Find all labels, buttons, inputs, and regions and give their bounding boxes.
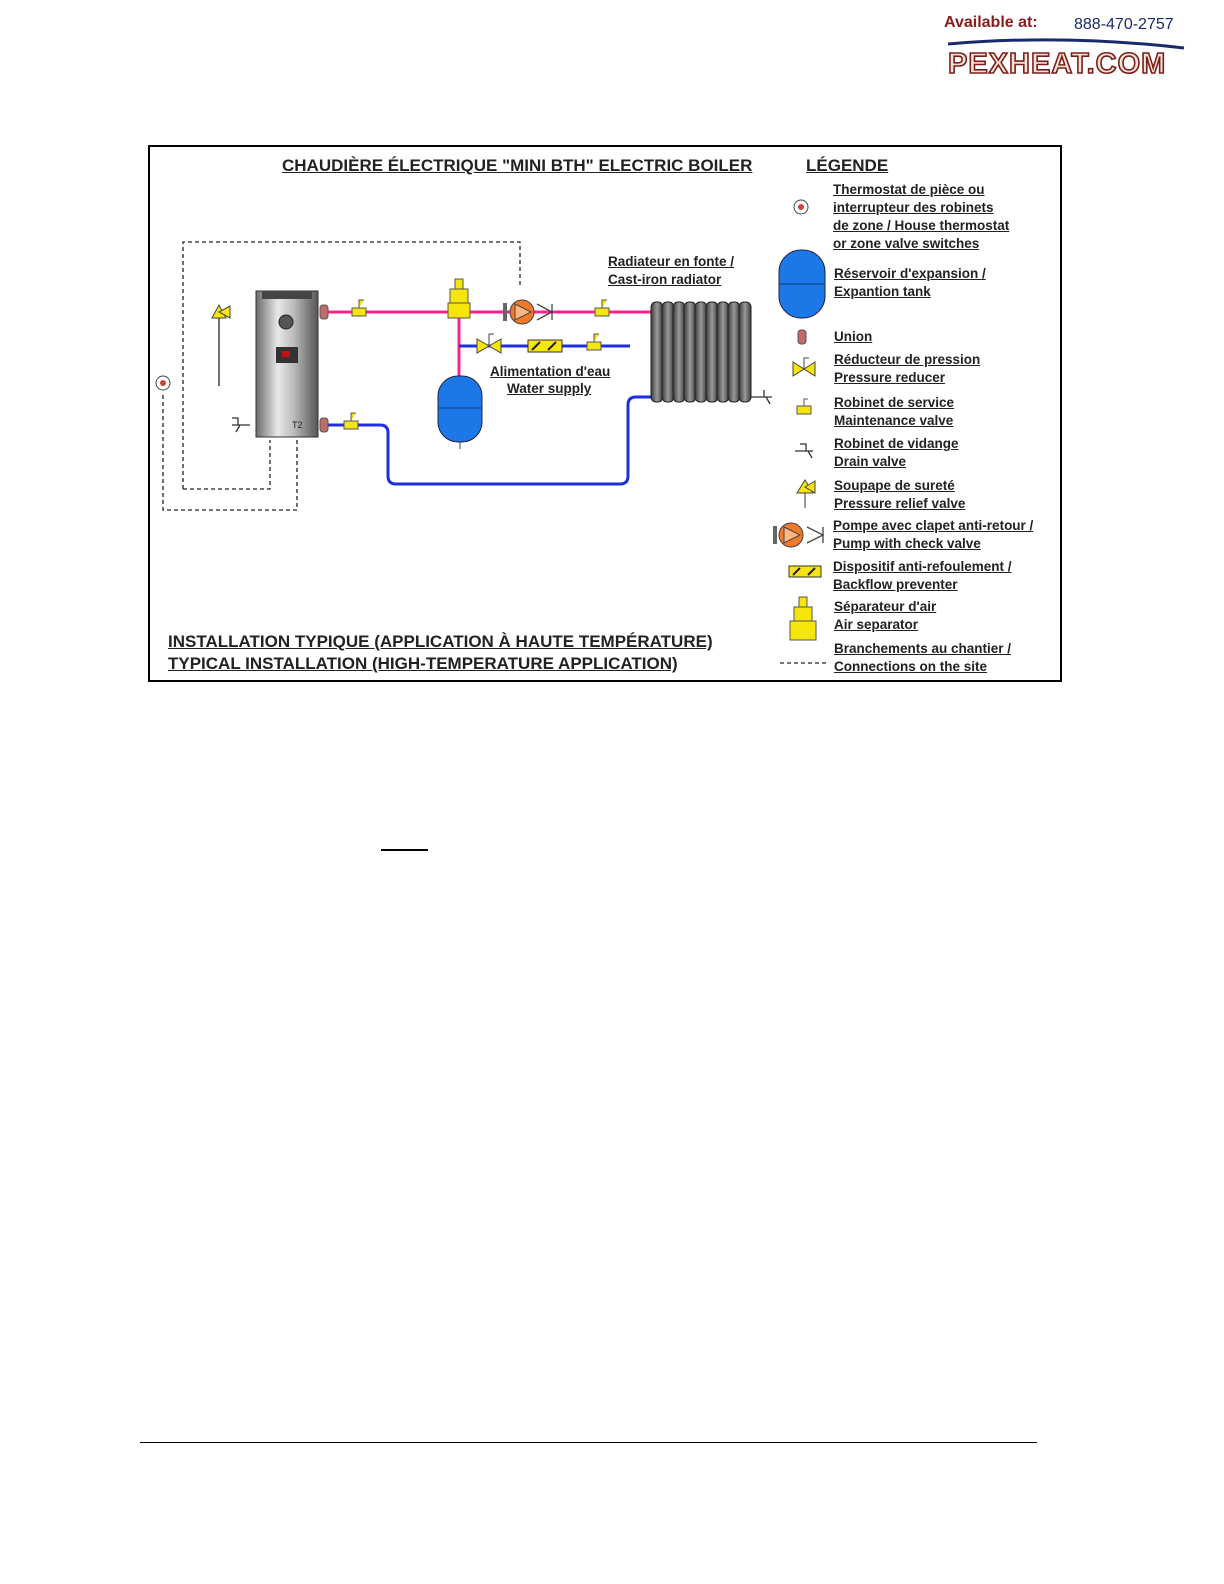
legend-title: LÉGENDE: [806, 156, 889, 175]
union-supply: [319, 304, 329, 320]
legend-maintenance-line2: Maintenance valve: [834, 413, 954, 428]
legend-thermostat-line2: interrupteur des robinets: [833, 200, 994, 215]
relief-valve: [211, 303, 231, 319]
short-rule: [381, 849, 428, 851]
legend-relief-line2: Pressure relief valve: [834, 496, 966, 511]
legend-union-line1: Union: [834, 329, 873, 344]
legend-thermostat-line4: or zone valve switches: [833, 236, 980, 251]
legend-backflow-line2: Backflow preventer: [833, 577, 958, 592]
legend-backflow-line1: Dispositif anti-refoulement /: [833, 559, 1012, 574]
maintenance-valve-radiator: [594, 299, 610, 317]
brand-logo: [947, 38, 1185, 50]
legend-maintenance-line1: Robinet de service: [834, 395, 955, 410]
legend-reducer-line2: Pressure reducer: [834, 370, 946, 385]
site-connection-lines: [162, 241, 521, 511]
installation-caption-fr: INSTALLATION TYPIQUE (APPLICATION À HAUT…: [168, 632, 713, 651]
thermostat-icon: [793, 199, 809, 215]
expansion-tank-icon: [778, 249, 826, 319]
legend-thermostat-line1: Thermostat de pièce ou: [833, 182, 985, 197]
legend-site-line1: Branchements au chantier /: [834, 641, 1012, 656]
footer-rule: [140, 1442, 1037, 1443]
legend-tank-line1: Réservoir d'expansion /: [834, 266, 986, 281]
electric-boiler: T2: [255, 290, 319, 438]
drain-valve-icon: [795, 443, 813, 459]
legend-separator-line1: Séparateur d'air: [834, 599, 937, 614]
legend-site-line2: Connections on the site: [834, 659, 988, 674]
water-supply-label-line2: Water supply: [507, 381, 592, 396]
maintenance-valve-icon: [796, 398, 812, 415]
pump-check-valve-icon: [773, 522, 825, 548]
diagram-title: CHAUDIÈRE ÉLECTRIQUE "MINI BTH" ELECTRIC…: [282, 156, 753, 175]
legend-thermostat-line3: de zone / House thermostat: [833, 218, 1010, 233]
svg-text:T2: T2: [292, 420, 303, 430]
legend-relief-line1: Soupape de sureté: [834, 478, 955, 493]
expansion-tank: [437, 375, 483, 449]
maintenance-valve-return: [343, 412, 359, 430]
drain-valve-radiator: [751, 390, 772, 405]
air-separator-icon: [789, 596, 817, 641]
legend-reducer-line1: Réducteur de pression: [834, 352, 981, 367]
air-separator: [447, 278, 471, 319]
water-supply-label-line1: Alimentation d'eau: [490, 364, 611, 379]
legend-pump-line2: Pump with check valve: [833, 536, 981, 551]
backflow-preventer: [527, 339, 563, 353]
diagram-frame: [148, 145, 1062, 682]
legend-drain-line2: Drain valve: [834, 454, 907, 469]
cast-iron-radiator: [650, 301, 752, 403]
relief-valve-icon: [796, 479, 816, 508]
union-return: [319, 417, 329, 433]
legend-tank-line2: Expantion tank: [834, 284, 931, 299]
brand-logo-text: PEXHEAT.COM: [947, 47, 1167, 81]
legend-drain-line1: Robinet de vidange: [834, 436, 959, 451]
radiator-label-line1: Radiateur en fonte /: [608, 254, 735, 269]
maintenance-valve-supply: [351, 299, 367, 317]
thermostat: [155, 375, 171, 391]
circulator-pump: [503, 299, 554, 325]
phone-number: 888-470-2757: [1074, 16, 1174, 33]
backflow-preventer-icon: [788, 565, 822, 578]
pressure-reducer-icon: [792, 357, 816, 377]
pressure-reducer: [476, 333, 502, 354]
maintenance-valve-supply-water: [586, 333, 602, 351]
radiator-label-line2: Cast-iron radiator: [608, 272, 722, 287]
available-at-label: Available at:: [944, 14, 1038, 31]
legend-pump-line1: Pompe avec clapet anti-retour /: [833, 518, 1034, 533]
drain-valve-boiler: [232, 417, 250, 433]
installation-caption-en: TYPICAL INSTALLATION (HIGH-TEMPERATURE A…: [168, 654, 678, 673]
union-icon: [797, 329, 807, 345]
legend-separator-line2: Air separator: [834, 617, 919, 632]
